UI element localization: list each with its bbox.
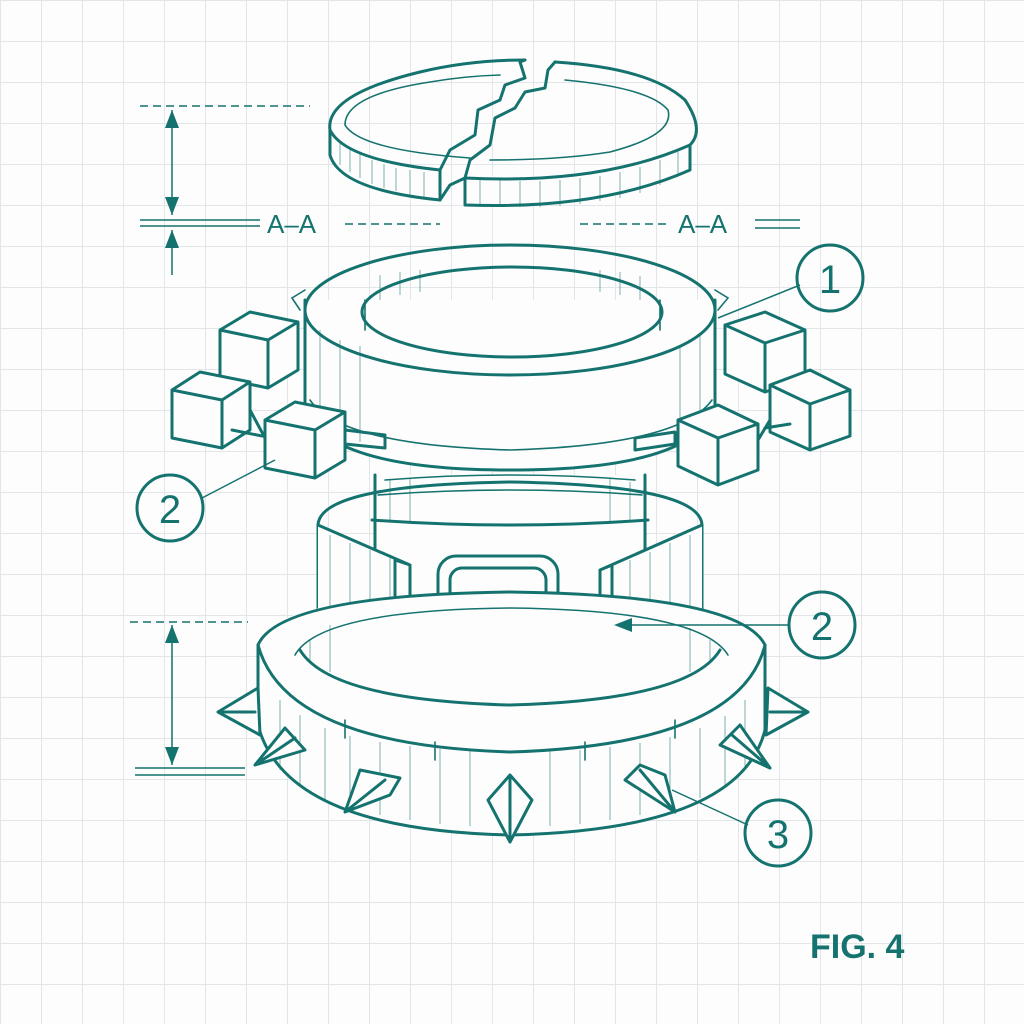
callout-2-left: 2 — [135, 459, 276, 543]
callout-3-number: 3 — [767, 813, 789, 857]
left-tab-cubes — [170, 310, 347, 480]
flanged-collar — [170, 243, 852, 487]
figure-title: FIG. 4 — [810, 928, 905, 966]
callout-2-right-number: 2 — [811, 605, 833, 649]
callout-3: 3 — [671, 789, 813, 868]
dimension-top — [140, 105, 800, 275]
spiked-base-ring — [216, 590, 810, 844]
section-label-right: A–A — [678, 209, 728, 239]
split-ring-cap — [328, 58, 698, 208]
base-notches — [344, 719, 676, 761]
callout-1: 1 — [717, 243, 865, 319]
section-label-left: A–A — [267, 209, 317, 239]
callout-1-number: 1 — [819, 258, 841, 302]
right-tab-cubes — [676, 310, 852, 487]
base-spikes — [216, 686, 810, 844]
dimension-bottom — [130, 621, 248, 776]
callout-2-right: 2 — [614, 590, 857, 660]
callout-2-left-number: 2 — [159, 488, 181, 532]
